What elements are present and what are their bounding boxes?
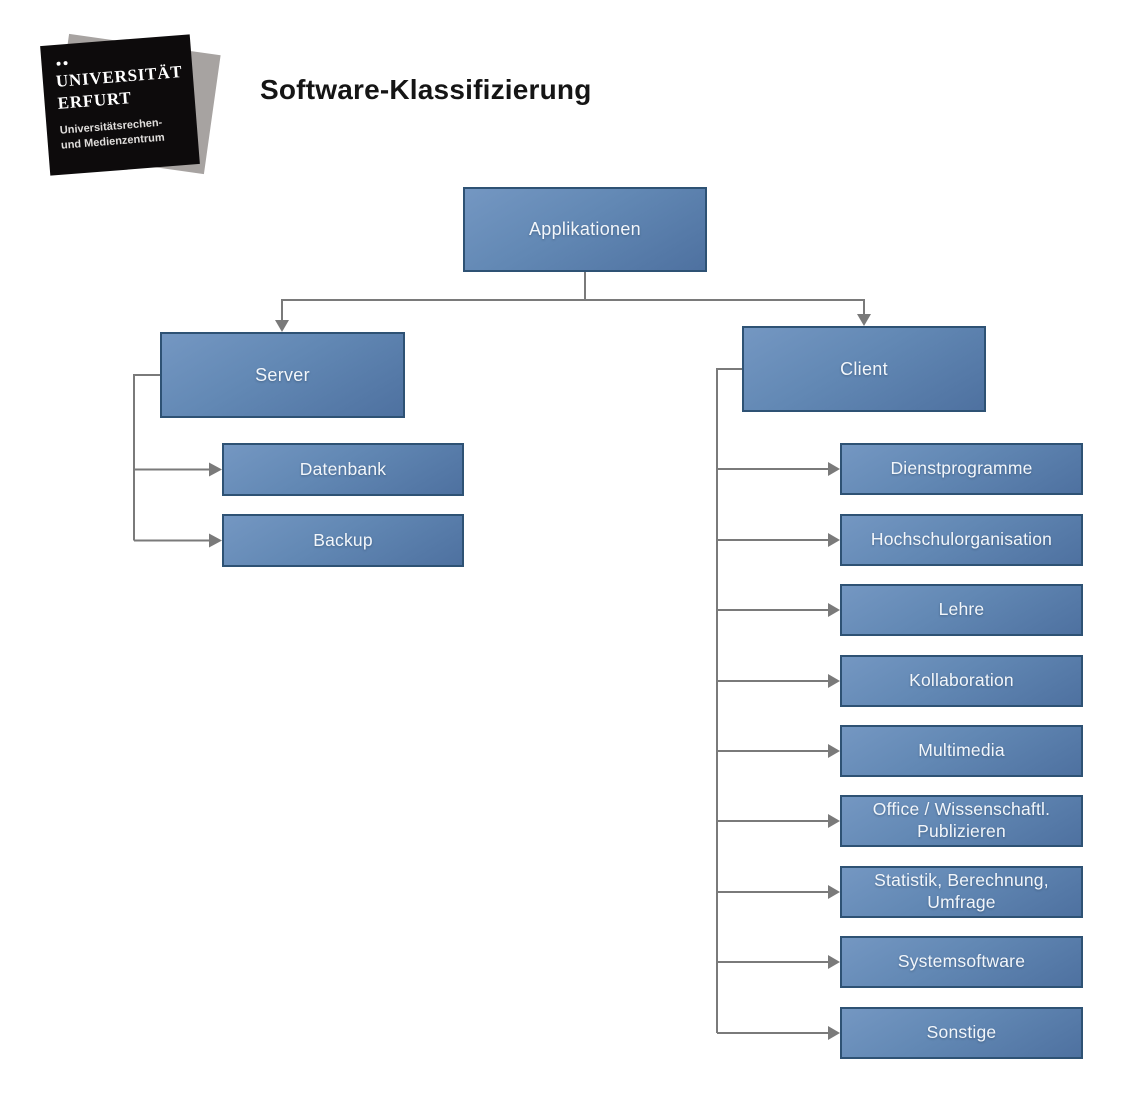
node-statistik-berechnung-umfrage: Statistik, Berechnung, Umfrage <box>840 866 1083 918</box>
arrowhead-kollaboration <box>828 674 840 688</box>
arrowhead-sonstige <box>828 1026 840 1040</box>
node-systemsoftware: Systemsoftware <box>840 936 1083 988</box>
arrowhead-multimedia <box>828 744 840 758</box>
connector-client-elbow <box>716 368 742 1033</box>
page-title: Software-Klassifizierung <box>260 74 592 105</box>
arrowhead-hochschulorganisation <box>828 533 840 547</box>
arrowhead-statistik <box>828 885 840 899</box>
node-office-wissenschaftl-publizieren: Office / Wissenschaftl. Publizieren <box>840 795 1083 847</box>
node-dienstprogramme: Dienstprogramme <box>840 443 1083 495</box>
arrowhead-lehre <box>828 603 840 617</box>
node-applikationen: Applikationen <box>463 187 707 272</box>
node-server: Server <box>160 332 405 418</box>
node-client: Client <box>742 326 986 412</box>
node-kollaboration: Kollaboration <box>840 655 1083 707</box>
arrowhead-backup <box>209 533 222 548</box>
arrowhead-office <box>828 814 840 828</box>
node-lehre: Lehre <box>840 584 1083 636</box>
arrowhead-dienstprogramme <box>828 462 840 476</box>
node-hochschulorganisation: Hochschulorganisation <box>840 514 1083 566</box>
connector-server-elbow <box>133 374 160 541</box>
node-datenbank: Datenbank <box>222 443 464 496</box>
node-backup: Backup <box>222 514 464 567</box>
node-multimedia: Multimedia <box>840 725 1083 777</box>
arrowhead-datenbank <box>209 462 222 477</box>
node-sonstige: Sonstige <box>840 1007 1083 1059</box>
arrowhead-client <box>857 314 871 326</box>
arrowhead-server <box>275 320 289 332</box>
arrowhead-systemsoftware <box>828 955 840 969</box>
